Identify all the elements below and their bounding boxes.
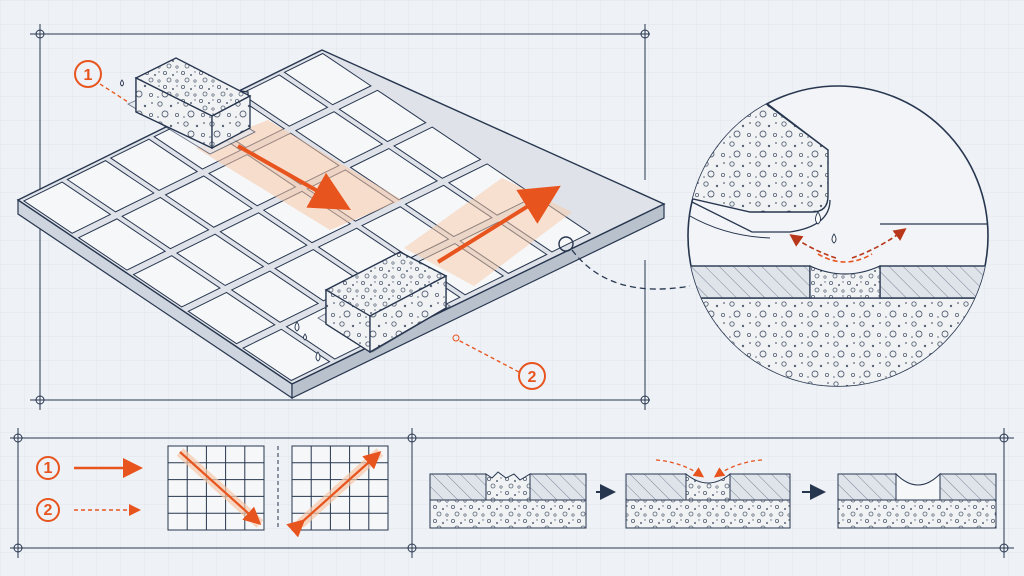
diagonal-grid-2 — [286, 445, 389, 538]
callout-2-number: 2 — [528, 369, 537, 386]
floor-tile — [164, 175, 253, 228]
floor-tile — [338, 89, 427, 143]
magnifier-circle-icon — [558, 236, 691, 290]
floor-tile — [187, 291, 276, 345]
water-drop-icon — [120, 79, 321, 362]
grout-stage-wiping — [625, 459, 791, 529]
floor-tile — [77, 218, 167, 271]
legend-item-2-number: 2 — [44, 502, 53, 519]
wipe-arrow-icon — [237, 144, 351, 210]
wipe-arrow-icon — [436, 185, 561, 264]
callout-2: 2 — [452, 334, 546, 390]
legend-item-1: 1 — [36, 456, 143, 480]
floor-tile — [175, 233, 265, 287]
floor-tile — [132, 255, 221, 308]
floor-tile — [393, 126, 482, 179]
floor-tile — [109, 138, 199, 192]
floor-tile — [230, 270, 320, 323]
legend-item-2: 2 — [36, 498, 141, 522]
floor-tile — [219, 212, 308, 265]
legend-panel: 1 2 — [10, 428, 1014, 558]
legend-item-1-number: 1 — [44, 460, 53, 477]
floor-tile — [283, 52, 372, 106]
sponge-icon — [317, 251, 451, 354]
grout-stage-finished — [837, 472, 997, 529]
sponge-icon — [127, 57, 256, 155]
floor-tile — [22, 181, 112, 234]
diagonal-grid-1 — [167, 445, 265, 531]
grout-stage-excess — [429, 471, 587, 529]
callout-1-number: 1 — [84, 67, 93, 84]
floor-tile — [242, 328, 331, 382]
floor-tile — [121, 196, 210, 250]
floor-tile — [240, 74, 329, 127]
callout-1: 1 — [74, 60, 129, 103]
floor-tile — [294, 111, 384, 164]
floor-tile — [66, 160, 155, 213]
